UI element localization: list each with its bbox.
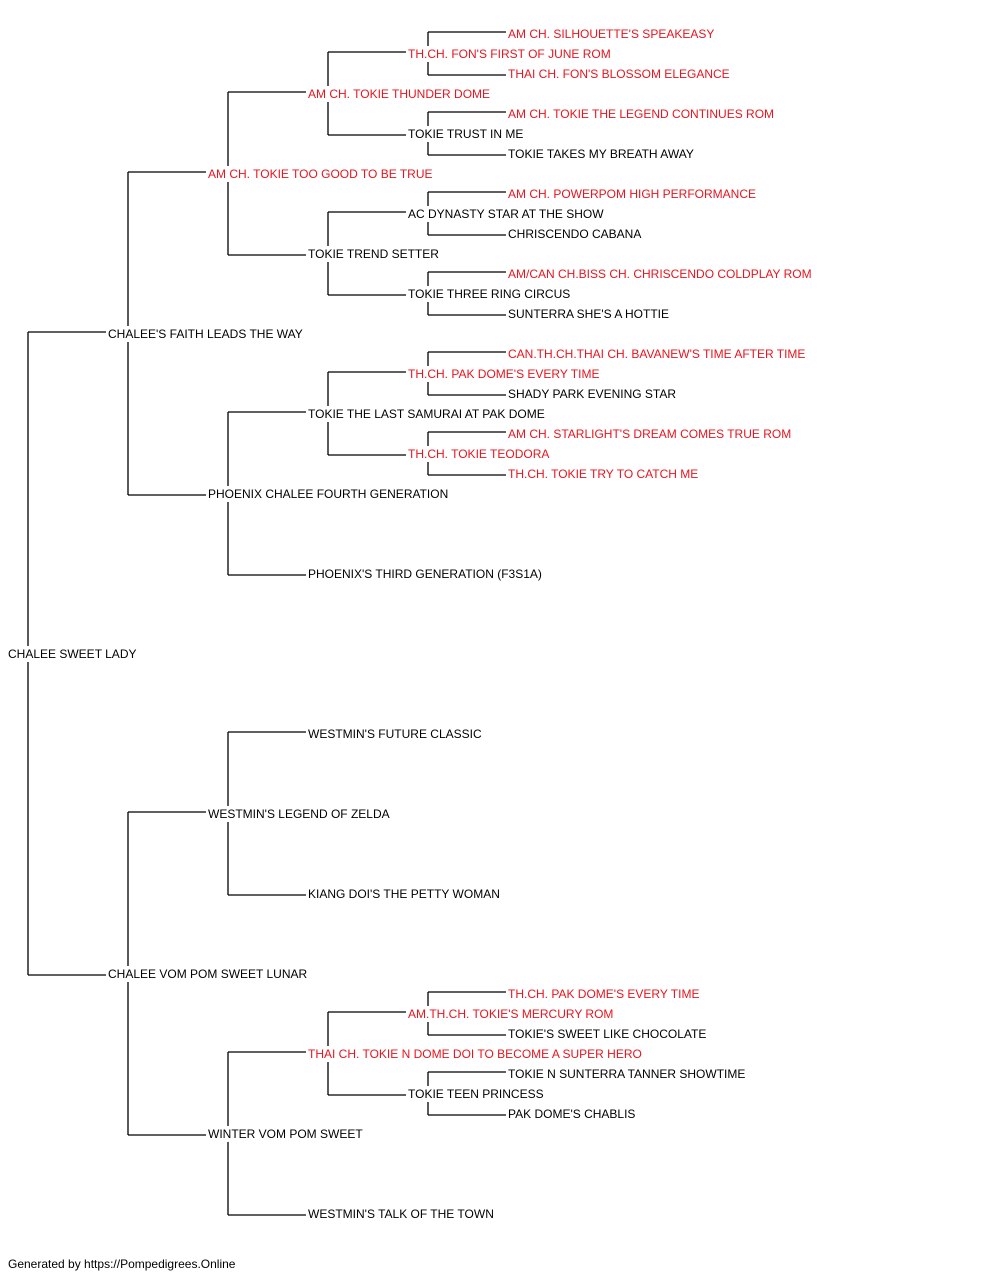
dog-name-gen3: THAI CH. TOKIE N DOME DOI TO BECOME A SU… xyxy=(308,1047,644,1061)
dog-name-gen3: KIANG DOI'S THE PETTY WOMAN xyxy=(308,887,502,901)
dog-name-gen0: CHALEE SWEET LADY xyxy=(8,647,139,661)
dog-name-gen4: TOKIE TEEN PRINCESS xyxy=(408,1087,546,1101)
dog-name-gen3: TOKIE THE LAST SAMURAI AT PAK DOME xyxy=(308,407,547,421)
dog-name-gen4: TOKIE THREE RING CIRCUS xyxy=(408,287,573,301)
dog-name-gen2: PHOENIX CHALEE FOURTH GENERATION xyxy=(208,487,451,501)
dog-name-gen4: TH.CH. FON'S FIRST OF JUNE ROM xyxy=(408,47,613,61)
dog-name-gen5: AM CH. TOKIE THE LEGEND CONTINUES ROM xyxy=(508,107,777,121)
dog-name-gen5: TH.CH. TOKIE TRY TO CATCH ME xyxy=(508,467,701,481)
dog-name-gen1: CHALEE'S FAITH LEADS THE WAY xyxy=(108,327,305,341)
dog-name-gen3: PHOENIX'S THIRD GENERATION (F3S1A) xyxy=(308,567,544,581)
dog-name-gen3: WESTMIN'S TALK OF THE TOWN xyxy=(308,1207,496,1221)
dog-name-gen5: TOKIE N SUNTERRA TANNER SHOWTIME xyxy=(508,1067,748,1081)
dog-name-gen3: WESTMIN'S FUTURE CLASSIC xyxy=(308,727,484,741)
dog-name-gen5: TOKIE TAKES MY BREATH AWAY xyxy=(508,147,696,161)
footer-credit: Generated by https://Pompedigrees.Online xyxy=(8,1257,236,1271)
dog-name-gen5: TOKIE'S SWEET LIKE CHOCOLATE xyxy=(508,1027,709,1041)
dog-name-gen3: TOKIE TREND SETTER xyxy=(308,247,441,261)
dog-name-gen4: TH.CH. PAK DOME'S EVERY TIME xyxy=(408,367,602,381)
dog-name-gen2: WESTMIN'S LEGEND OF ZELDA xyxy=(208,807,392,821)
dog-name-gen5: AM/CAN CH.BISS CH. CHRISCENDO COLDPLAY R… xyxy=(508,267,814,281)
dog-name-gen2: AM CH. TOKIE TOO GOOD TO BE TRUE xyxy=(208,167,435,181)
dog-name-gen5: SHADY PARK EVENING STAR xyxy=(508,387,679,401)
dog-name-gen1: CHALEE VOM POM SWEET LUNAR xyxy=(108,967,310,981)
dog-name-gen4: AC DYNASTY STAR AT THE SHOW xyxy=(408,207,606,221)
dog-name-gen3: AM CH. TOKIE THUNDER DOME xyxy=(308,87,493,101)
dog-name-gen5: THAI CH. FON'S BLOSSOM ELEGANCE xyxy=(508,67,732,81)
dog-name-gen4: TH.CH. TOKIE TEODORA xyxy=(408,447,552,461)
dog-name-gen5: AM CH. STARLIGHT'S DREAM COMES TRUE ROM xyxy=(508,427,794,441)
dog-name-gen4: TOKIE TRUST IN ME xyxy=(408,127,526,141)
dog-name-gen5: AM CH. SILHOUETTE'S SPEAKEASY xyxy=(508,27,717,41)
dog-name-gen2: WINTER VOM POM SWEET xyxy=(208,1127,365,1141)
dog-name-gen5: SUNTERRA SHE'S A HOTTIE xyxy=(508,307,671,321)
dog-name-gen5: TH.CH. PAK DOME'S EVERY TIME xyxy=(508,987,702,1001)
dog-name-gen5: PAK DOME'S CHABLIS xyxy=(508,1107,638,1121)
dog-name-gen4: AM.TH.CH. TOKIE'S MERCURY ROM xyxy=(408,1007,616,1021)
dog-name-gen5: CAN.TH.CH.THAI CH. BAVANEW'S TIME AFTER … xyxy=(508,347,808,361)
dog-name-gen5: CHRISCENDO CABANA xyxy=(508,227,644,241)
dog-name-gen5: AM CH. POWERPOM HIGH PERFORMANCE xyxy=(508,187,759,201)
